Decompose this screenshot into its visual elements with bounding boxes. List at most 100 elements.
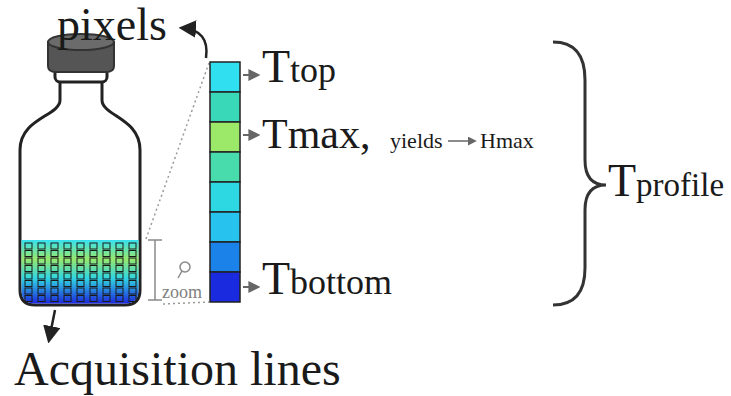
- enthalpy-label: Hmax: [480, 130, 534, 152]
- acquisition-cell: [64, 258, 71, 264]
- acquisition-cell: [129, 281, 136, 287]
- acquisition-cell: [51, 288, 58, 294]
- acquisition-cell: [25, 251, 32, 257]
- pixel-cell: [210, 272, 240, 302]
- pixel-cell: [210, 122, 240, 152]
- acquisition-cell: [25, 243, 32, 249]
- acquisition-cell: [38, 251, 45, 257]
- acquisition-cell: [38, 243, 45, 249]
- acquisition-cell: [103, 288, 110, 294]
- acquisition-cell: [103, 243, 110, 249]
- temperature-label: Ttop: [262, 44, 336, 90]
- zoom-label: zoom: [162, 283, 202, 301]
- acquisition-cell: [129, 251, 136, 257]
- pixel-column: [210, 62, 240, 302]
- pointer-arrow: [49, 310, 55, 340]
- acquisition-cell: [90, 273, 97, 279]
- acquisition-cell: [116, 281, 123, 287]
- acquisition-cell: [77, 258, 84, 264]
- acquisition-cell: [90, 251, 97, 257]
- acquisition-cell: [25, 273, 32, 279]
- acquisition-cell: [25, 258, 32, 264]
- temperature-label: Tbottom: [262, 256, 392, 302]
- acquisition-cell: [77, 281, 84, 287]
- zoom-line: [154, 240, 156, 300]
- caption-label: Acquisition lines: [14, 345, 341, 393]
- acquisition-cell: [116, 288, 123, 294]
- acquisition-cell: [103, 281, 110, 287]
- zoom-guide: [163, 302, 209, 304]
- acquisition-cell: [64, 251, 71, 257]
- acquisition-cell: [25, 288, 32, 294]
- acquisition-cell: [129, 266, 136, 272]
- acquisition-cell: [116, 266, 123, 272]
- acquisition-cell: [116, 243, 123, 249]
- acquisition-cell: [90, 258, 97, 264]
- acquisition-cell: [90, 281, 97, 287]
- acquisition-cell: [129, 258, 136, 264]
- bottle-outline: [20, 80, 140, 305]
- acquisition-cell: [116, 273, 123, 279]
- acquisition-cell: [51, 273, 58, 279]
- acquisition-cell: [51, 251, 58, 257]
- acquisition-cell: [64, 296, 71, 302]
- pixel-cell: [210, 62, 240, 92]
- profile-label: Tprofile: [608, 158, 724, 204]
- pixel-cell: [210, 152, 240, 182]
- zoom-tick: [148, 239, 162, 241]
- acquisition-cell: [77, 243, 84, 249]
- pixel-cell: [210, 92, 240, 122]
- acquisition-cell: [129, 273, 136, 279]
- acquisition-cell: [64, 273, 71, 279]
- zoom-tick: [148, 299, 162, 301]
- temperature-label: Tmax,: [262, 113, 370, 155]
- acquisition-cell: [51, 281, 58, 287]
- acquisition-cell: [90, 266, 97, 272]
- acquisition-cell: [38, 296, 45, 302]
- leader-arrow: [243, 74, 258, 76]
- pixel-cell: [210, 182, 240, 212]
- acquisition-cell: [51, 266, 58, 272]
- magnifier-icon: [180, 262, 190, 272]
- acquisition-cell: [90, 296, 97, 302]
- acquisition-cell: [103, 251, 110, 257]
- acquisition-cell: [51, 296, 58, 302]
- acquisition-cell: [25, 281, 32, 287]
- pointer-arrow: [182, 28, 207, 58]
- acquisition-cell: [38, 288, 45, 294]
- pixel-cell: [210, 242, 240, 272]
- acquisition-cell: [38, 273, 45, 279]
- acquisition-cell: [77, 266, 84, 272]
- pixels-label: pixels: [57, 2, 167, 48]
- acquisition-cell: [64, 266, 71, 272]
- acquisition-cell: [64, 288, 71, 294]
- acquisition-cell: [103, 258, 110, 264]
- acquisition-cell: [64, 281, 71, 287]
- acquisition-cell: [64, 243, 71, 249]
- acquisition-cell: [51, 258, 58, 264]
- acquisition-cell: [25, 266, 32, 272]
- magnifier-handle: [178, 271, 182, 278]
- acquisition-cell: [116, 251, 123, 257]
- acquisition-cell: [116, 258, 123, 264]
- acquisition-cell: [77, 251, 84, 257]
- pixel-cell: [210, 212, 240, 242]
- acquisition-cell: [77, 273, 84, 279]
- liquid: [22, 240, 139, 304]
- note-label: yields: [390, 130, 443, 152]
- acquisition-cell: [103, 296, 110, 302]
- acquisition-cell: [103, 273, 110, 279]
- acquisition-cell: [90, 288, 97, 294]
- acquisition-cell: [77, 288, 84, 294]
- leader-arrow: [243, 286, 258, 288]
- acquisition-cell: [129, 296, 136, 302]
- brace: [553, 42, 606, 305]
- yields-arrow: [448, 140, 475, 142]
- acquisition-cell: [25, 296, 32, 302]
- acquisition-cell: [116, 296, 123, 302]
- acquisition-cell: [51, 243, 58, 249]
- acquisition-cell: [38, 266, 45, 272]
- acquisition-cell: [77, 296, 84, 302]
- acquisition-cell: [103, 266, 110, 272]
- leader-arrow: [243, 134, 258, 136]
